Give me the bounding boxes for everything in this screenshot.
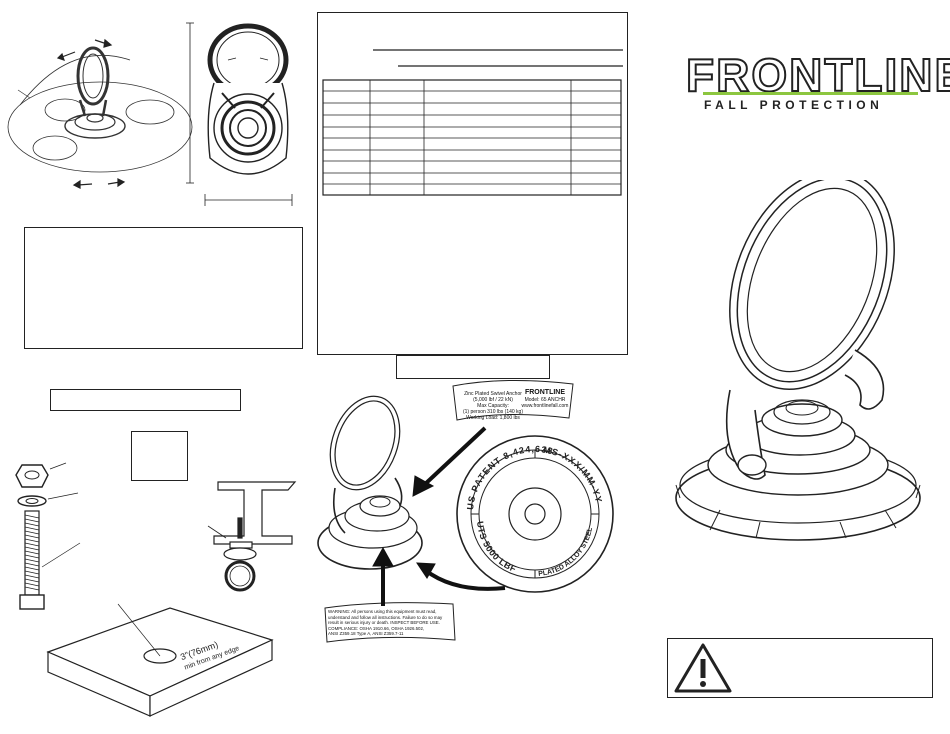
rotation-diagram	[7, 38, 193, 189]
heading-box-left	[50, 389, 241, 411]
product-tag-line: (5,000 lbf / 22 kN)	[473, 397, 513, 403]
brand-tagline: FALL PROTECTION	[704, 98, 884, 112]
small-square-box	[131, 431, 188, 481]
bolt-hardware-diagram	[15, 462, 81, 610]
product-tag-text: Zinc Plated Swivel Anchor (5,000 lbf / 2…	[458, 391, 528, 421]
warning-tag-line: COMPLIANCE: OSHA 1910.66, OSHA 1926.502,	[328, 625, 425, 631]
warning-tag-line: result in serious injury or death. INSPE…	[328, 620, 440, 626]
spec-panel	[317, 12, 628, 355]
anchor-labeled-diagram: US PATENT 8,424,638 MS-XXX/MM-YY UTS 500…	[317, 379, 614, 643]
warning-tag-line: WARNING: All persons using this equipmen…	[328, 609, 437, 614]
mounting-plate-diagram: 3"(76mm) min from any edge	[46, 603, 274, 717]
product-tag-line: (1) person 310 lbs (140 kg)	[462, 409, 524, 415]
product-tag-brand: FRONTLINE Model: 65 ANCHR www.frontlinef…	[520, 388, 570, 409]
brand-accent-bar	[703, 92, 918, 95]
warning-icon	[674, 643, 732, 693]
product-tag-line: Max Capacity:	[477, 403, 509, 409]
front-view-diagram	[186, 22, 293, 206]
product-tag-line: Working Load: 1,800 lbs	[466, 415, 520, 421]
anchor-illustration-large	[675, 180, 921, 541]
warning-tag-line: ANSI Z359.18 Type A, ANSI Z359.7-11	[328, 631, 404, 637]
warning-tag-line: understand and follow all instructions. …	[328, 614, 443, 620]
warning-tag-text: WARNING: All persons using this equipmen…	[328, 609, 454, 637]
instruction-box-left	[24, 227, 303, 349]
product-tag-brand-name: FRONTLINE	[524, 389, 566, 396]
spec-table	[322, 49, 623, 196]
product-tag-website: www.frontlinefall.com	[521, 403, 569, 409]
heading-box-center	[396, 355, 550, 379]
product-tag-line: Zinc Plated Swivel Anchor	[464, 391, 522, 397]
i-beam-install-diagram	[207, 481, 297, 592]
brand-logo: FRONTLINE	[685, 49, 950, 101]
warning-box	[667, 638, 933, 698]
product-tag-model: Model: 65 ANCHR	[524, 397, 566, 403]
